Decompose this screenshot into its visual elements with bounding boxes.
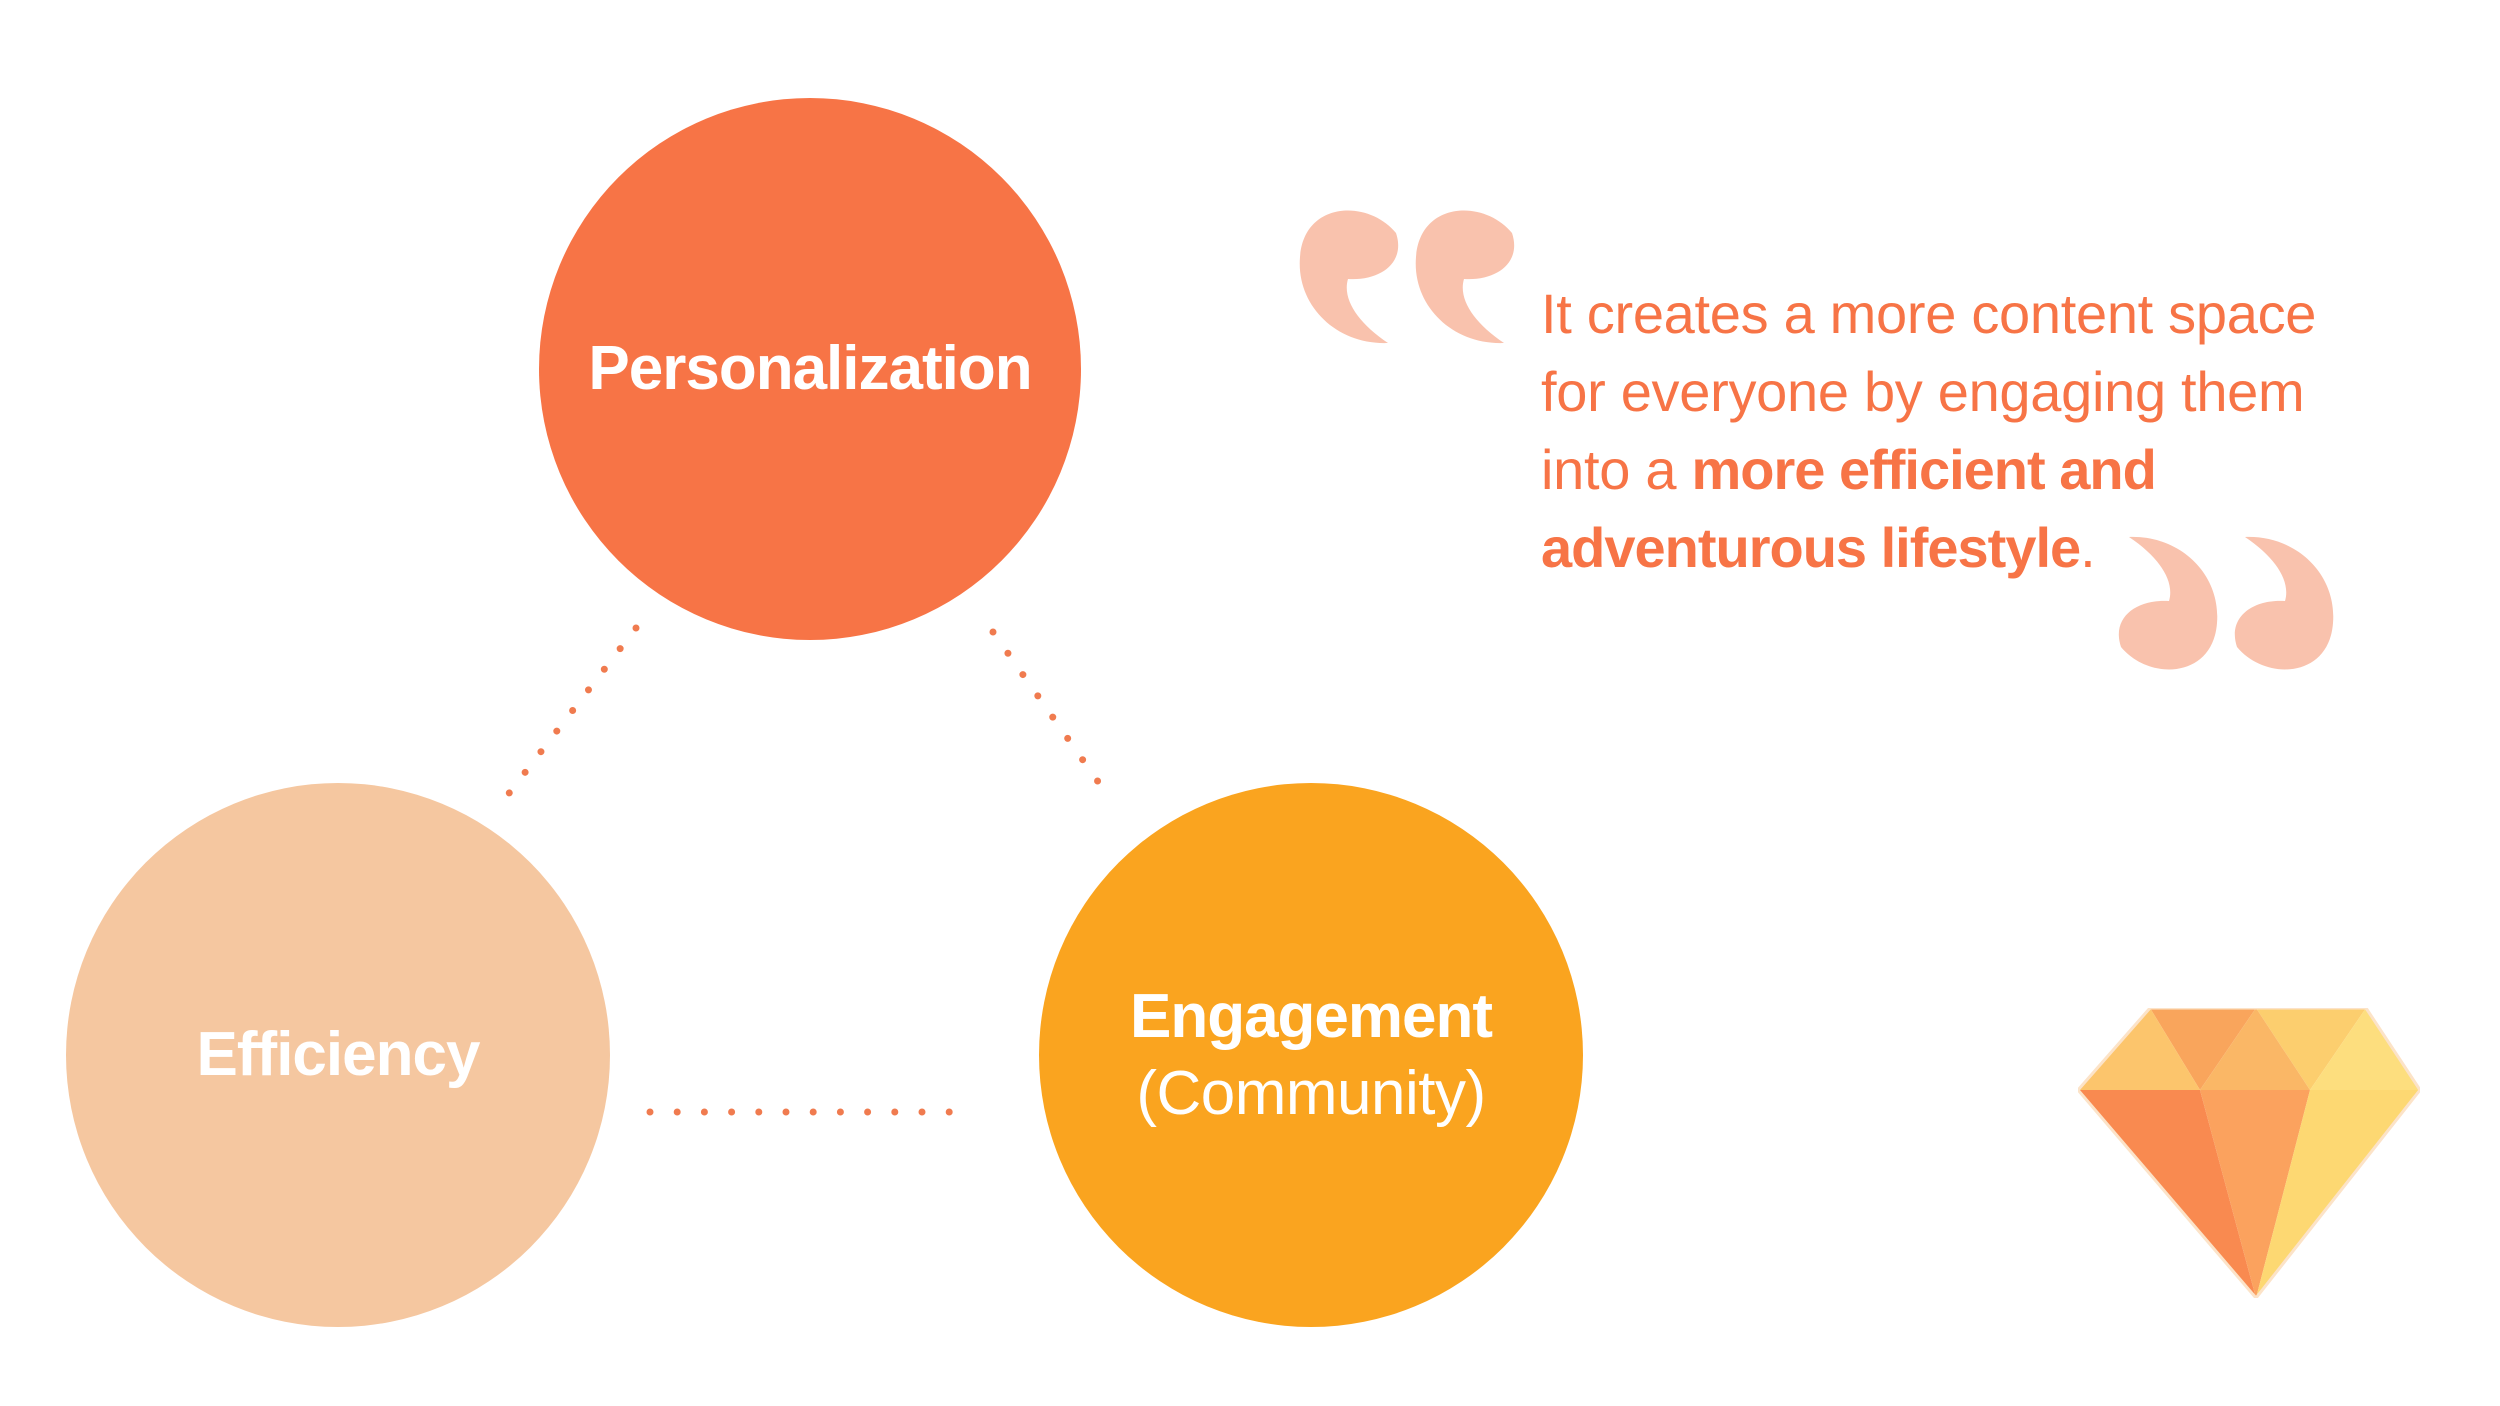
personalization-circle: Personalization — [539, 98, 1081, 640]
quote-text-regular: It creates a more content space for ever… — [1541, 282, 2317, 501]
opening-quote-mark-icon — [1299, 210, 1515, 344]
quote-text-bold: more efficient and adventurous lifestyle — [1541, 438, 2157, 579]
quote-text: It creates a more content space for ever… — [1541, 275, 2371, 587]
efficiency-circle: Efficiency — [66, 783, 610, 1327]
diamond-gem-icon — [2078, 1008, 2420, 1298]
engagement-circle: Engagement (Community) — [1039, 783, 1583, 1327]
personalization-label: Personalization — [588, 334, 1032, 404]
engagement-label: Engagement — [1129, 981, 1493, 1051]
connector-personalization-efficiency — [496, 624, 640, 809]
closing-quote-mark-icon — [2118, 536, 2334, 670]
connector-personalization-engagement — [989, 628, 1110, 797]
quote-text-end: . — [2080, 516, 2096, 579]
engagement-sublabel: (Community) — [1136, 1059, 1486, 1128]
efficiency-label: Efficiency — [196, 1020, 481, 1090]
